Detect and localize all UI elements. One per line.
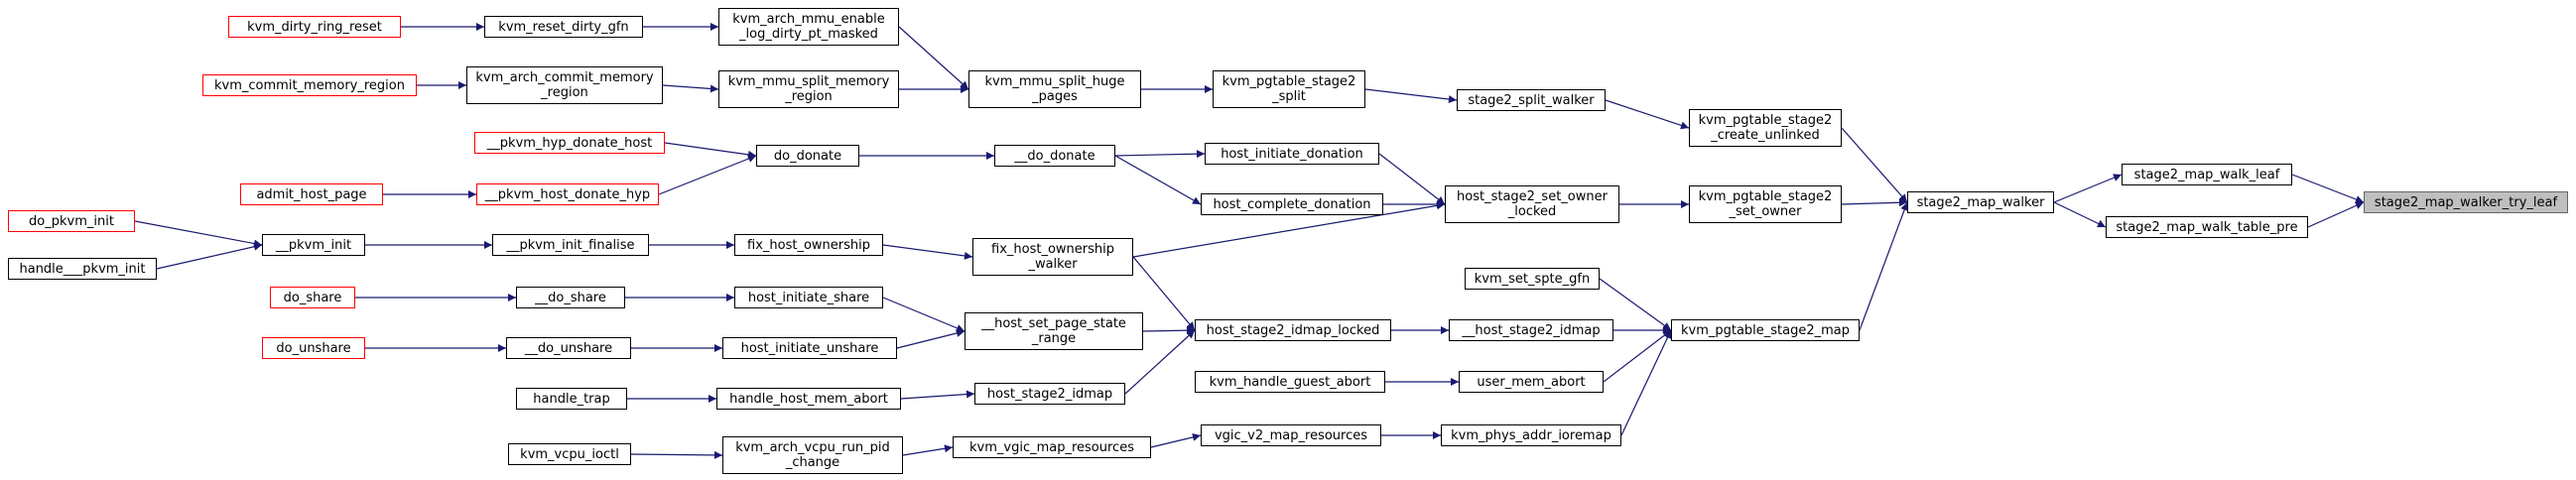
node-kvm-reset-dirty-gfn[interactable]: kvm_reset_dirty_gfn [484, 16, 643, 38]
node-kvm-arch-mmu-enable-log-dirty-pt-masked[interactable]: kvm_arch_mmu_enable _log_dirty_pt_masked [718, 8, 899, 46]
node-stage2-split-walker[interactable]: stage2_split_walker [1457, 89, 1606, 111]
node-fix-host-ownership[interactable]: fix_host_ownership [734, 234, 883, 256]
node-do-unshare[interactable]: do_unshare [262, 337, 365, 359]
node-pkvm-hyp-donate-host[interactable]: __pkvm_hyp_donate_host [474, 132, 665, 154]
edge-kvm-arch-mmu-enable-log-dirty-pt-masked-to-kvm-mmu-split-huge-pages [898, 26, 969, 90]
node-kvm-handle-guest-abort[interactable]: kvm_handle_guest_abort [1195, 371, 1385, 393]
edge-do-pkvm-init-to-pkvm-init [134, 220, 263, 248]
node-kvm-arch-commit-memory-region[interactable]: kvm_arch_commit_memory _region [466, 66, 663, 104]
edge-fix-host-ownership-walker-to-host-stage2-set-owner-locked [1132, 201, 1446, 258]
edge-do-donate-to-host-complete-donation [1114, 155, 1202, 205]
node-do-donate[interactable]: do_donate [756, 145, 859, 167]
node-host-initiate-donation[interactable]: host_initiate_donation [1205, 143, 1379, 165]
edge-host-stage2-idmap-to-host-stage2-idmap-locked [1124, 329, 1196, 395]
node-host-stage2-idmap-locked[interactable]: host_stage2_idmap_locked [1195, 319, 1391, 341]
edge-handle-pkvm-init-to-pkvm-init [156, 242, 263, 270]
node-kvm-mmu-split-huge-pages[interactable]: kvm_mmu_split_huge _pages [968, 70, 1141, 108]
node-kvm-pgtable-stage2-set-owner[interactable]: kvm_pgtable_stage2 _set_owner [1689, 185, 1842, 223]
edge-kvm-set-spte-gfn-to-kvm-pgtable-stage2-map [1599, 278, 1672, 331]
node-handle-pkvm-init[interactable]: handle___pkvm_init [8, 258, 157, 280]
edge-do-donate-to-host-initiate-donation [1114, 150, 1206, 159]
edge-host-initiate-share-to-host-set-page-state-range [882, 297, 966, 332]
node-do-unshare[interactable]: __do_unshare [506, 337, 631, 359]
node-admit-host-page[interactable]: admit_host_page [240, 183, 383, 205]
node-handle-host-mem-abort[interactable]: handle_host_mem_abort [716, 388, 901, 410]
edge-pkvm-host-donate-hyp-to-do-donate [658, 155, 757, 195]
node-kvm-commit-memory-region[interactable]: kvm_commit_memory_region [202, 74, 417, 96]
node-host-complete-donation[interactable]: host_complete_donation [1201, 193, 1383, 215]
edge-stage2-map-walker-to-stage2-map-walk-table-pre [2053, 201, 2107, 228]
edge-host-initiate-unshare-to-host-set-page-state-range [896, 329, 966, 349]
edge-fix-host-ownership-walker-to-host-stage2-idmap-locked [1132, 256, 1196, 331]
node-kvm-vcpu-ioctl[interactable]: kvm_vcpu_ioctl [508, 443, 631, 465]
node-do-pkvm-init[interactable]: do_pkvm_init [8, 210, 135, 232]
node-host-stage2-idmap[interactable]: __host_stage2_idmap [1449, 319, 1613, 341]
edge-pkvm-hyp-donate-host-to-do-donate [664, 142, 757, 159]
node-pkvm-host-donate-hyp[interactable]: __pkvm_host_donate_hyp [476, 183, 659, 205]
node-host-stage2-set-owner-locked[interactable]: host_stage2_set_owner _locked [1445, 185, 1619, 223]
node-host-stage2-idmap[interactable]: host_stage2_idmap [974, 383, 1125, 405]
node-stage2-map-walker[interactable]: stage2_map_walker [1907, 191, 2054, 213]
node-pkvm-init[interactable]: __pkvm_init [262, 234, 365, 256]
node-kvm-pgtable-stage2-create-unlinked[interactable]: kvm_pgtable_stage2 _create_unlinked [1689, 109, 1842, 147]
node-kvm-pgtable-stage2-split[interactable]: kvm_pgtable_stage2 _split [1213, 70, 1365, 108]
node-vgic-v2-map-resources[interactable]: vgic_v2_map_resources [1201, 424, 1381, 446]
edge-host-initiate-donation-to-host-stage2-set-owner-locked [1378, 153, 1446, 205]
edge-stage2-map-walker-to-stage2-map-walk-leaf [2053, 174, 2123, 203]
node-kvm-arch-vcpu-run-pid-change[interactable]: kvm_arch_vcpu_run_pid _change [722, 436, 903, 474]
node-pkvm-init-finalise[interactable]: __pkvm_init_finalise [492, 234, 649, 256]
node-do-share[interactable]: __do_share [516, 287, 625, 308]
node-kvm-set-spte-gfn[interactable]: kvm_set_spte_gfn [1465, 268, 1600, 290]
edge-kvm-pgtable-stage2-create-unlinked-to-stage2-map-walker [1841, 127, 1908, 203]
node-user-mem-abort[interactable]: user_mem_abort [1459, 371, 1604, 393]
node-kvm-vgic-map-resources[interactable]: kvm_vgic_map_resources [953, 436, 1151, 458]
edge-stage2-map-walk-table-pre-to-stage2-map-walker-try-leaf [2307, 201, 2365, 228]
node-host-initiate-share[interactable]: host_initiate_share [734, 287, 883, 308]
node-host-initiate-unshare[interactable]: host_initiate_unshare [722, 337, 897, 359]
edge-fix-host-ownership-to-fix-host-ownership-walker [882, 244, 973, 260]
node-stage2-map-walker-try-leaf: stage2_map_walker_try_leaf [2364, 191, 2568, 213]
edge-kvm-vcpu-ioctl-to-kvm-arch-vcpu-run-pid-change [630, 450, 723, 459]
edge-stage2-map-walk-leaf-to-stage2-map-walker-try-leaf [2291, 174, 2365, 203]
edge-stage2-split-walker-to-kvm-pgtable-stage2-create-unlinked [1605, 99, 1690, 130]
node-kvm-phys-addr-ioremap[interactable]: kvm_phys_addr_ioremap [1441, 424, 1621, 446]
node-do-share[interactable]: do_share [270, 287, 355, 308]
node-handle-trap[interactable]: handle_trap [516, 388, 627, 410]
edge-host-set-page-state-range-to-host-stage2-idmap-locked [1142, 326, 1196, 335]
edge-kvm-vgic-map-resources-to-vgic-v2-map-resources [1150, 432, 1202, 448]
edge-handle-host-mem-abort-to-host-stage2-idmap [900, 390, 975, 400]
node-kvm-dirty-ring-reset[interactable]: kvm_dirty_ring_reset [228, 16, 401, 38]
edge-kvm-phys-addr-ioremap-to-kvm-pgtable-stage2-map [1620, 329, 1672, 436]
edge-user-mem-abort-to-kvm-pgtable-stage2-map [1603, 329, 1672, 383]
edge-kvm-arch-vcpu-run-pid-change-to-kvm-vgic-map-resources [902, 444, 954, 456]
edge-kvm-pgtable-stage2-set-owner-to-stage2-map-walker [1841, 198, 1908, 207]
edge-kvm-pgtable-stage2-map-to-stage2-map-walker [1859, 201, 1908, 331]
node-kvm-pgtable-stage2-map[interactable]: kvm_pgtable_stage2_map [1671, 319, 1860, 341]
node-stage2-map-walk-leaf[interactable]: stage2_map_walk_leaf [2122, 164, 2292, 185]
node-kvm-mmu-split-memory-region[interactable]: kvm_mmu_split_memory _region [718, 70, 899, 108]
node-host-set-page-state-range[interactable]: __host_set_page_state _range [965, 312, 1143, 350]
node-stage2-map-walk-table-pre[interactable]: stage2_map_walk_table_pre [2106, 216, 2308, 238]
node-do-donate[interactable]: __do_donate [994, 145, 1115, 167]
node-fix-host-ownership-walker[interactable]: fix_host_ownership _walker [972, 238, 1133, 276]
edge-kvm-arch-commit-memory-region-to-kvm-mmu-split-memory-region [662, 84, 719, 93]
edge-kvm-pgtable-stage2-split-to-stage2-split-walker [1364, 88, 1458, 104]
